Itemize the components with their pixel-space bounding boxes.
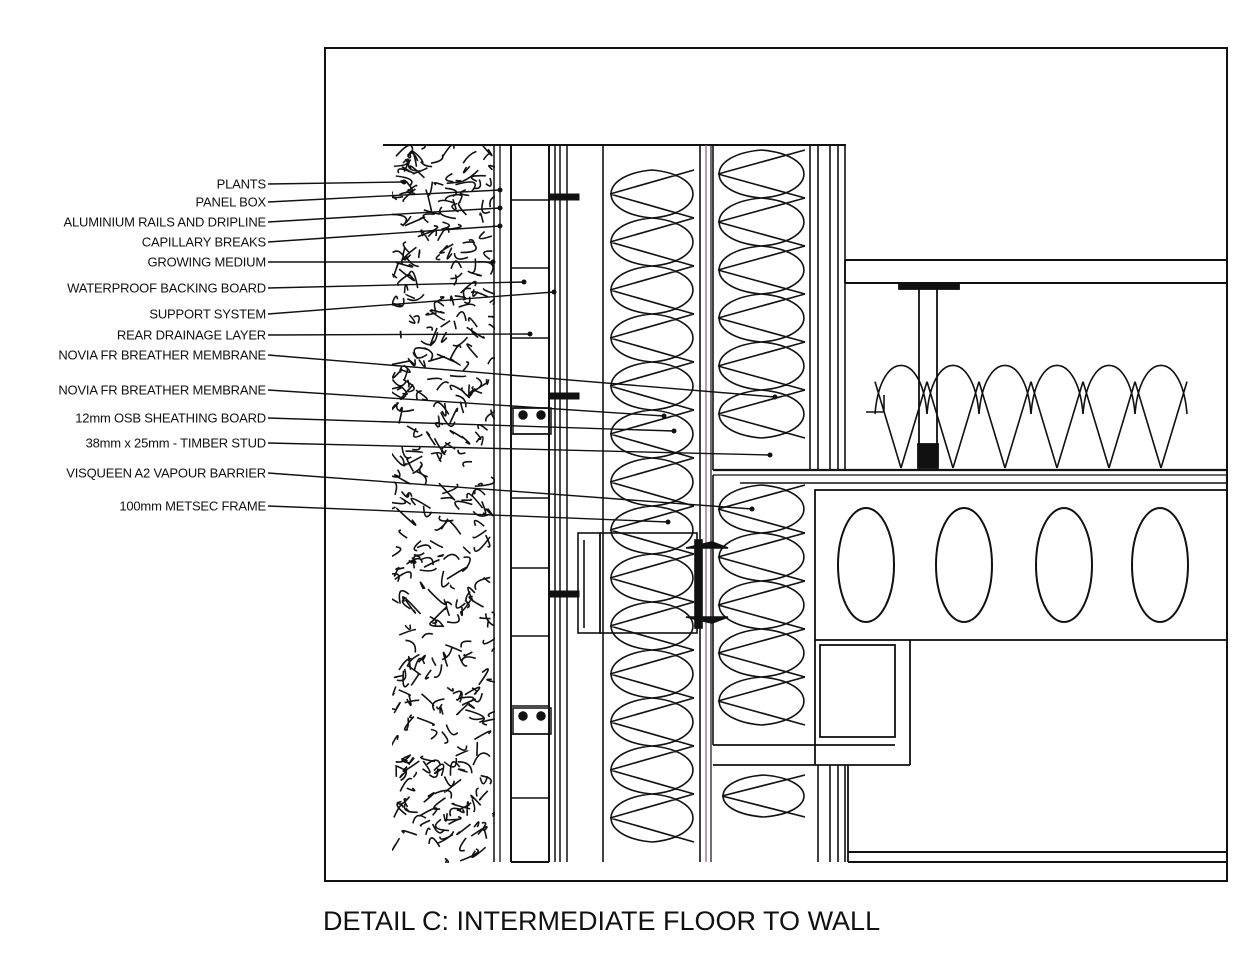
capillary-breaks (512, 407, 552, 735)
callout-label: PLANTS (217, 177, 267, 192)
callout-label: 12mm OSB SHEATHING BOARD (75, 411, 266, 426)
callout-label: REAR DRAINAGE LAYER (117, 328, 266, 343)
leader-line (267, 389, 665, 417)
insulation-inner (712, 145, 811, 818)
leader-line (267, 472, 753, 510)
leader-arrow (772, 394, 778, 400)
vapour-barrier (705, 145, 712, 862)
leader-arrow (521, 279, 527, 285)
callout-label: PANEL BOX (196, 195, 267, 210)
leader-line (267, 505, 669, 523)
leader-line (267, 333, 531, 336)
callout-label: NOVIA FR BREATHER MEMBRANE (58, 383, 266, 398)
leader-arrow (749, 506, 755, 512)
leader-arrow (401, 179, 407, 185)
support-system (548, 145, 580, 862)
joist-web-holes (837, 507, 1189, 623)
web-hole (935, 507, 993, 623)
leader-arrow (661, 413, 667, 419)
insulation-outer (602, 145, 701, 862)
leader-line (267, 442, 771, 456)
web-hole (1035, 507, 1093, 623)
leader-arrow (671, 428, 677, 434)
leader-line (267, 291, 555, 315)
floor-structure (713, 259, 1228, 863)
leader-line (267, 207, 501, 223)
callout-label: NOVIA FR BREATHER MEMBRANE (58, 348, 266, 363)
leader-line (267, 281, 525, 289)
leader-line (267, 354, 776, 398)
callout-label: 100mm METSEC FRAME (119, 499, 266, 514)
callout-label: CAPILLARY BREAKS (142, 235, 267, 250)
leader-arrow (490, 259, 496, 265)
detail-title: DETAIL C: INTERMEDIATE FLOOR TO WALL (323, 906, 880, 936)
leader-arrow (551, 289, 557, 295)
callout-label: 38mm x 25mm - TIMBER STUD (86, 436, 266, 451)
leader-line (267, 225, 501, 243)
panel-box (499, 145, 550, 863)
label-group: PLANTS PANEL BOX ALUMINIUM RAILS AND DRIPL… (58, 177, 778, 525)
leader-arrow (497, 205, 503, 211)
drawing-frame (324, 47, 1228, 882)
callout-label: GROWING MEDIUM (147, 255, 266, 270)
floor-insulation (866, 364, 1188, 469)
inner-lining (817, 145, 846, 862)
leader-line (267, 417, 675, 432)
leader-arrow (497, 187, 503, 193)
junction-bracket (577, 532, 729, 634)
web-hole (1131, 507, 1189, 623)
plants-layer (392, 145, 495, 863)
leader-line (267, 189, 501, 203)
callout-label: ALUMINIUM RAILS AND DRIPLINE (64, 215, 267, 230)
leader-arrow (497, 223, 503, 229)
web-hole (837, 507, 895, 623)
leader-arrow (665, 519, 671, 525)
leader-arrow (767, 452, 773, 458)
callout-label: WATERPROOF BACKING BOARD (67, 281, 266, 296)
leader-arrow (527, 331, 533, 337)
callout-label: SUPPORT SYSTEM (149, 307, 266, 322)
callout-label: VISQUEEN A2 VAPOUR BARRIER (66, 466, 266, 481)
leader-line (267, 181, 405, 185)
